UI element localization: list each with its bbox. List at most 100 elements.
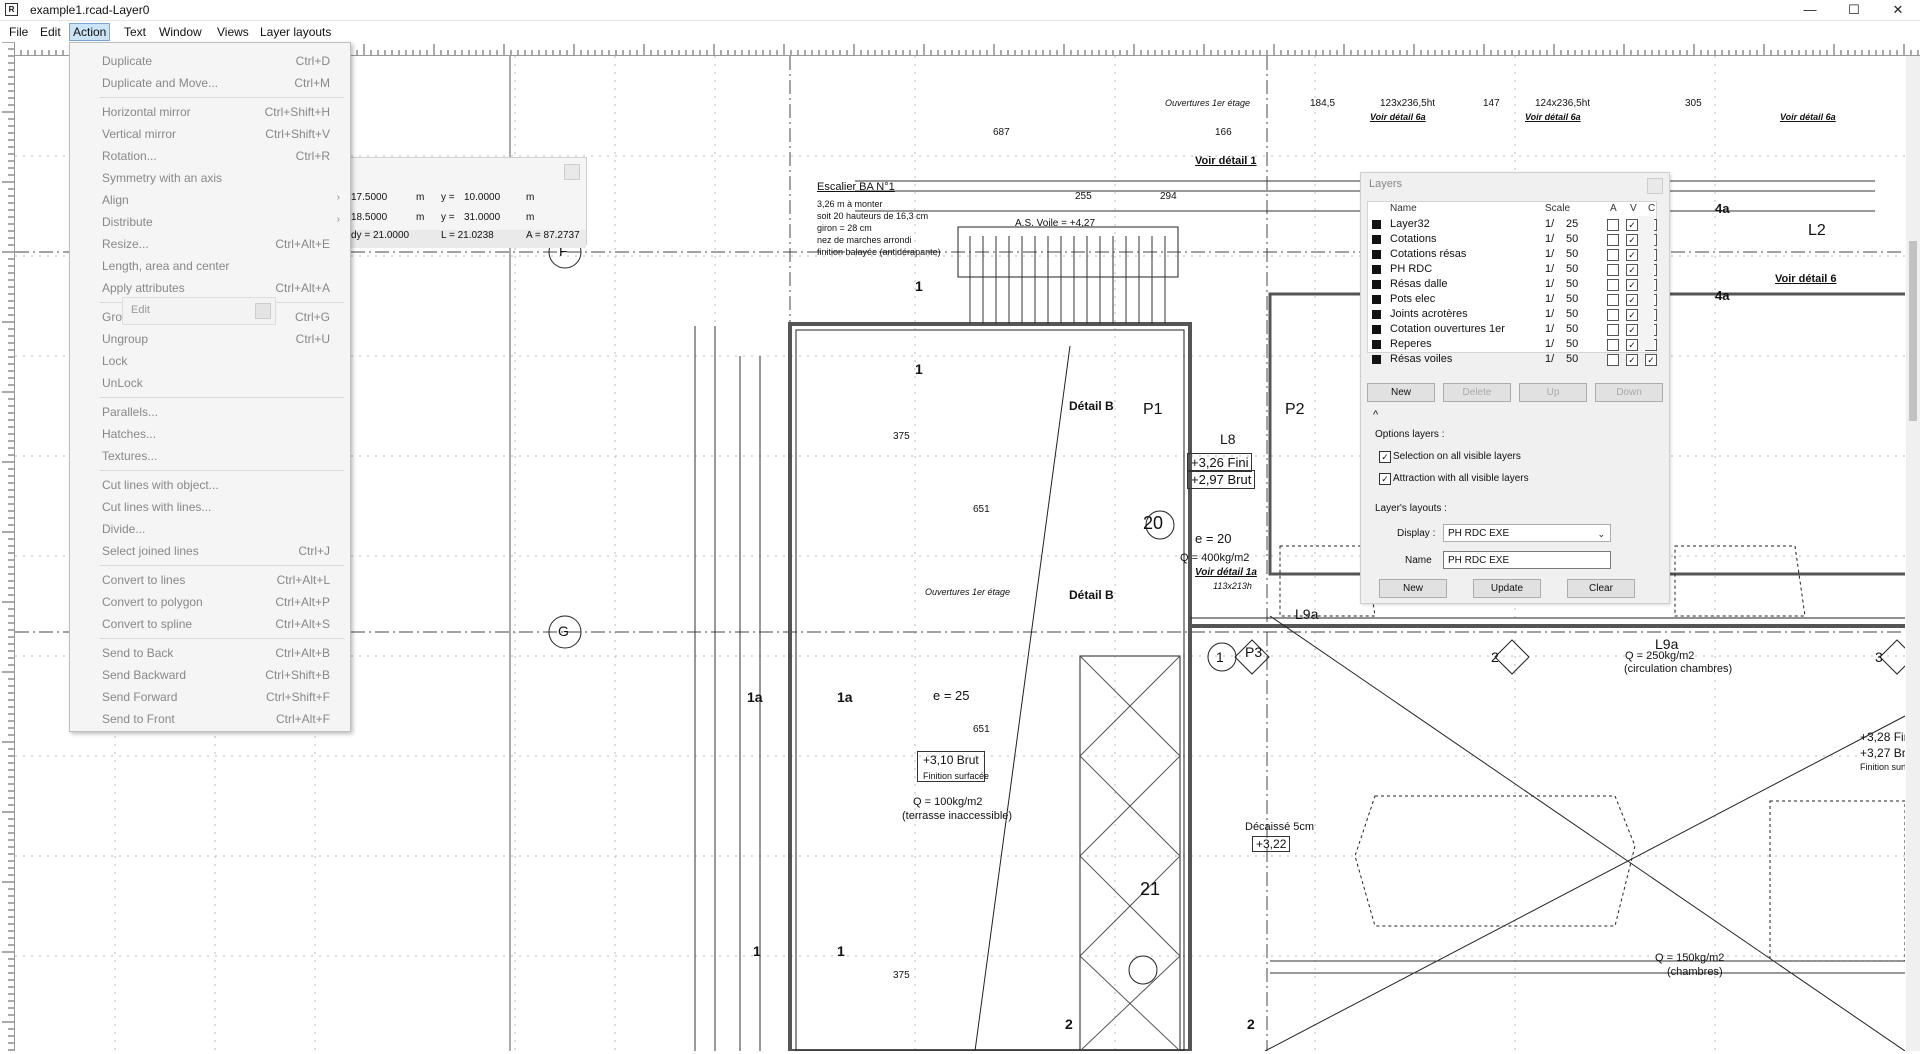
menu-item-symmetry-with-an-axis[interactable]: Symmetry with an axis (70, 168, 350, 188)
menu-item-lock[interactable]: Lock (70, 351, 350, 371)
menu-item-label: Symmetry with an axis (102, 171, 223, 185)
plan-label: Détail B (1069, 588, 1114, 602)
new-layout-button[interactable]: New (1379, 579, 1447, 598)
layer-c-checkbox[interactable]: ✓ (1645, 354, 1657, 366)
menu-item-length-area-and-center[interactable]: Length, area and center (70, 256, 350, 276)
menu-window[interactable]: Window (159, 25, 202, 39)
dimension-label: 375 (893, 970, 910, 981)
options-label: Options layers : (1375, 429, 1445, 440)
menu-item-align[interactable]: Align› (70, 190, 350, 210)
layer-v-checkbox[interactable]: ✓ (1626, 339, 1638, 351)
collapse-icon[interactable]: ^ (1373, 409, 1379, 421)
maximize-button[interactable]: ☐ (1848, 2, 1860, 17)
layer-v-checkbox[interactable]: ✓ (1626, 219, 1638, 231)
layer-v-checkbox[interactable]: ✓ (1626, 264, 1638, 276)
layer-v-checkbox[interactable]: ✓ (1626, 279, 1638, 291)
scrollbar-thumb[interactable] (1909, 241, 1917, 421)
layer-a-checkbox[interactable] (1607, 294, 1619, 306)
plan-label: (circulation chambres) (1624, 663, 1733, 675)
menu-edit[interactable]: Edit (40, 25, 61, 39)
plan-label: L9a (1655, 636, 1679, 652)
layer-a-checkbox[interactable] (1607, 234, 1619, 246)
layer-v-checkbox[interactable]: ✓ (1626, 294, 1638, 306)
menu-item-shortcut: Ctrl+Alt+E (275, 237, 330, 251)
close-button[interactable]: ✕ (1892, 2, 1904, 17)
dimension-label: 123x236,5ht (1380, 98, 1436, 109)
update-layout-button[interactable]: Update (1473, 579, 1541, 598)
layer-a-checkbox[interactable] (1607, 249, 1619, 261)
y-value: 10.0000 (464, 192, 501, 203)
menu-action[interactable]: Action (69, 23, 111, 41)
menu-text[interactable]: Text (124, 25, 147, 39)
layout-name-input[interactable]: PH RDC EXE (1443, 551, 1611, 569)
minimize-button[interactable]: — (1803, 2, 1817, 17)
menu-item-resize[interactable]: Resize...Ctrl+Alt+E (70, 234, 350, 254)
menu-item-textures[interactable]: Textures... (70, 446, 350, 466)
layer-v-checkbox[interactable]: ✓ (1626, 249, 1638, 261)
layer-a-checkbox[interactable] (1607, 324, 1619, 336)
attraction-checkbox[interactable]: ✓ (1379, 473, 1391, 485)
layer-scale-prefix: 1/ (1545, 218, 1555, 230)
layer-v-checkbox[interactable]: ✓ (1626, 234, 1638, 246)
layer-a-checkbox[interactable] (1607, 309, 1619, 321)
menu-layer-layouts[interactable]: Layer layouts (260, 25, 332, 39)
menu-file[interactable]: File (9, 25, 29, 39)
vertical-scrollbar[interactable] (1906, 56, 1920, 1051)
close-icon[interactable] (564, 164, 580, 180)
menu-item-label: Apply attributes (102, 281, 185, 295)
selection-checkbox[interactable]: ✓ (1379, 451, 1391, 463)
layer-a-checkbox[interactable] (1607, 354, 1619, 366)
menu-item-duplicate-and-move[interactable]: Duplicate and Move...Ctrl+M (70, 73, 350, 93)
menu-item-parallels[interactable]: Parallels... (70, 402, 350, 422)
layer-a-checkbox[interactable] (1607, 264, 1619, 276)
menu-views[interactable]: Views (217, 25, 249, 39)
new-layer-button[interactable]: New (1367, 383, 1435, 402)
menu-item-hatches[interactable]: Hatches... (70, 424, 350, 444)
move-up-button[interactable]: Up (1519, 383, 1587, 402)
menu-item-cut-lines-with-lines[interactable]: Cut lines with lines... (70, 497, 350, 517)
display-select[interactable]: PH RDC EXE ⌄ (1443, 524, 1611, 542)
layers-scrollbar[interactable] (1638, 216, 1654, 350)
layer-v-checkbox[interactable]: ✓ (1626, 309, 1638, 321)
delete-layer-button[interactable]: Delete (1443, 383, 1511, 402)
layer-v-checkbox[interactable]: ✓ (1626, 354, 1638, 366)
close-icon[interactable] (255, 303, 271, 319)
menu-item-rotation[interactable]: Rotation...Ctrl+R (70, 146, 350, 166)
menu-item-divide[interactable]: Divide... (70, 519, 350, 539)
close-icon[interactable] (1647, 178, 1663, 194)
menu-item-distribute[interactable]: Distribute› (70, 212, 350, 232)
layer-v-checkbox[interactable]: ✓ (1626, 324, 1638, 336)
move-down-button[interactable]: Down (1595, 383, 1663, 402)
clear-layout-button[interactable]: Clear (1567, 579, 1635, 598)
layer-a-checkbox[interactable] (1607, 219, 1619, 231)
layer-a-checkbox[interactable] (1607, 279, 1619, 291)
layer-a-checkbox[interactable] (1607, 339, 1619, 351)
menu-item-unlock[interactable]: UnLock (70, 373, 350, 393)
layer-scale-prefix: 1/ (1545, 263, 1555, 275)
menu-item-cut-lines-with-object[interactable]: Cut lines with object... (70, 475, 350, 495)
